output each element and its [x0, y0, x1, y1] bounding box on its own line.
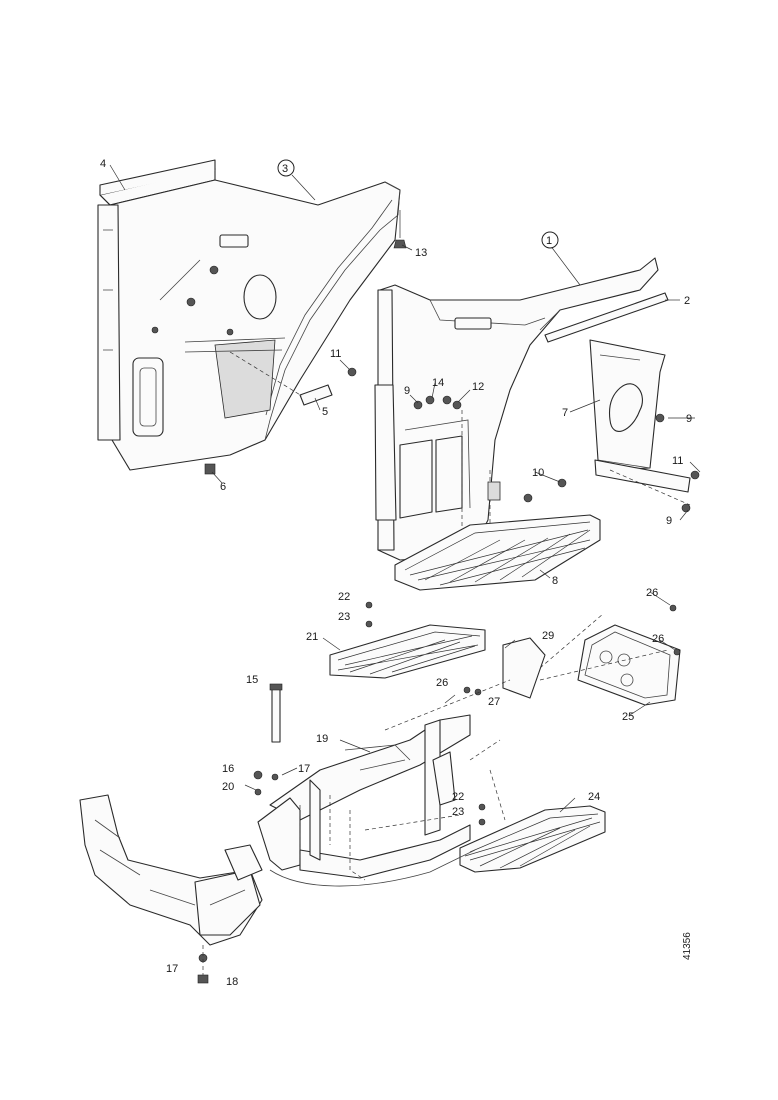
callout-25: 25 [622, 711, 634, 723]
part-8-step [394, 514, 601, 591]
callout-11a: 11 [330, 348, 341, 360]
callout-17a: 17 [298, 763, 310, 775]
part-7-bracket [589, 339, 700, 506]
callout-24: 24 [588, 791, 600, 803]
left-inner-panel [97, 159, 401, 471]
callout-19: 19 [316, 733, 328, 745]
part-16-bolt [269, 683, 283, 743]
chassis-bracket [79, 794, 263, 984]
frame-rail [269, 769, 506, 887]
callout-23a: 23 [338, 611, 350, 623]
part-29-bracket [463, 637, 546, 699]
callout-26b: 26 [652, 633, 664, 645]
callout-9c: 9 [666, 515, 672, 527]
callout-22a: 22 [338, 591, 350, 603]
callout-labels: 4 3 13 1 2 11 9 14 12 5 7 9 11 10 6 9 8 … [100, 158, 692, 988]
part-25-lamp [539, 604, 681, 706]
right-inner-panel [374, 257, 659, 561]
callout-8: 8 [552, 575, 558, 587]
part-6-nut [204, 463, 216, 475]
callout-14: 14 [432, 377, 444, 389]
callout-13: 13 [415, 247, 427, 259]
callout-9b: 9 [686, 413, 692, 425]
callout-26c: 26 [436, 677, 448, 689]
circled-callouts [277, 159, 559, 249]
callout-12: 12 [472, 381, 484, 393]
callout-6: 6 [220, 481, 226, 493]
part-21-step [329, 601, 486, 679]
figure-number: 41356 [682, 932, 693, 960]
callout-18: 18 [226, 976, 238, 988]
callout-11b: 11 [672, 455, 683, 467]
callout-5: 5 [322, 406, 328, 418]
leader-lines [109, 164, 701, 813]
callout-15: 15 [246, 674, 258, 686]
callout-17b: 17 [166, 963, 178, 975]
callout-1: 1 [546, 235, 552, 247]
callout-4: 4 [100, 158, 106, 170]
callout-21: 21 [306, 631, 318, 643]
callout-23b: 23 [452, 806, 464, 818]
callout-22b: 22 [452, 791, 464, 803]
part-13-bolt [393, 210, 407, 249]
callout-26a: 26 [646, 587, 658, 599]
callout-10: 10 [532, 467, 544, 479]
part-5-bracket [229, 351, 333, 406]
callout-3: 3 [282, 163, 288, 175]
callout-7: 7 [562, 407, 568, 419]
callout-20: 20 [222, 781, 234, 793]
part-24-step [459, 803, 606, 873]
callout-27: 27 [488, 696, 500, 708]
callout-29: 29 [542, 630, 554, 642]
callout-16: 16 [222, 763, 234, 775]
part-19-frame [253, 679, 511, 881]
callout-2: 2 [684, 295, 690, 307]
callout-9a: 9 [404, 385, 410, 397]
